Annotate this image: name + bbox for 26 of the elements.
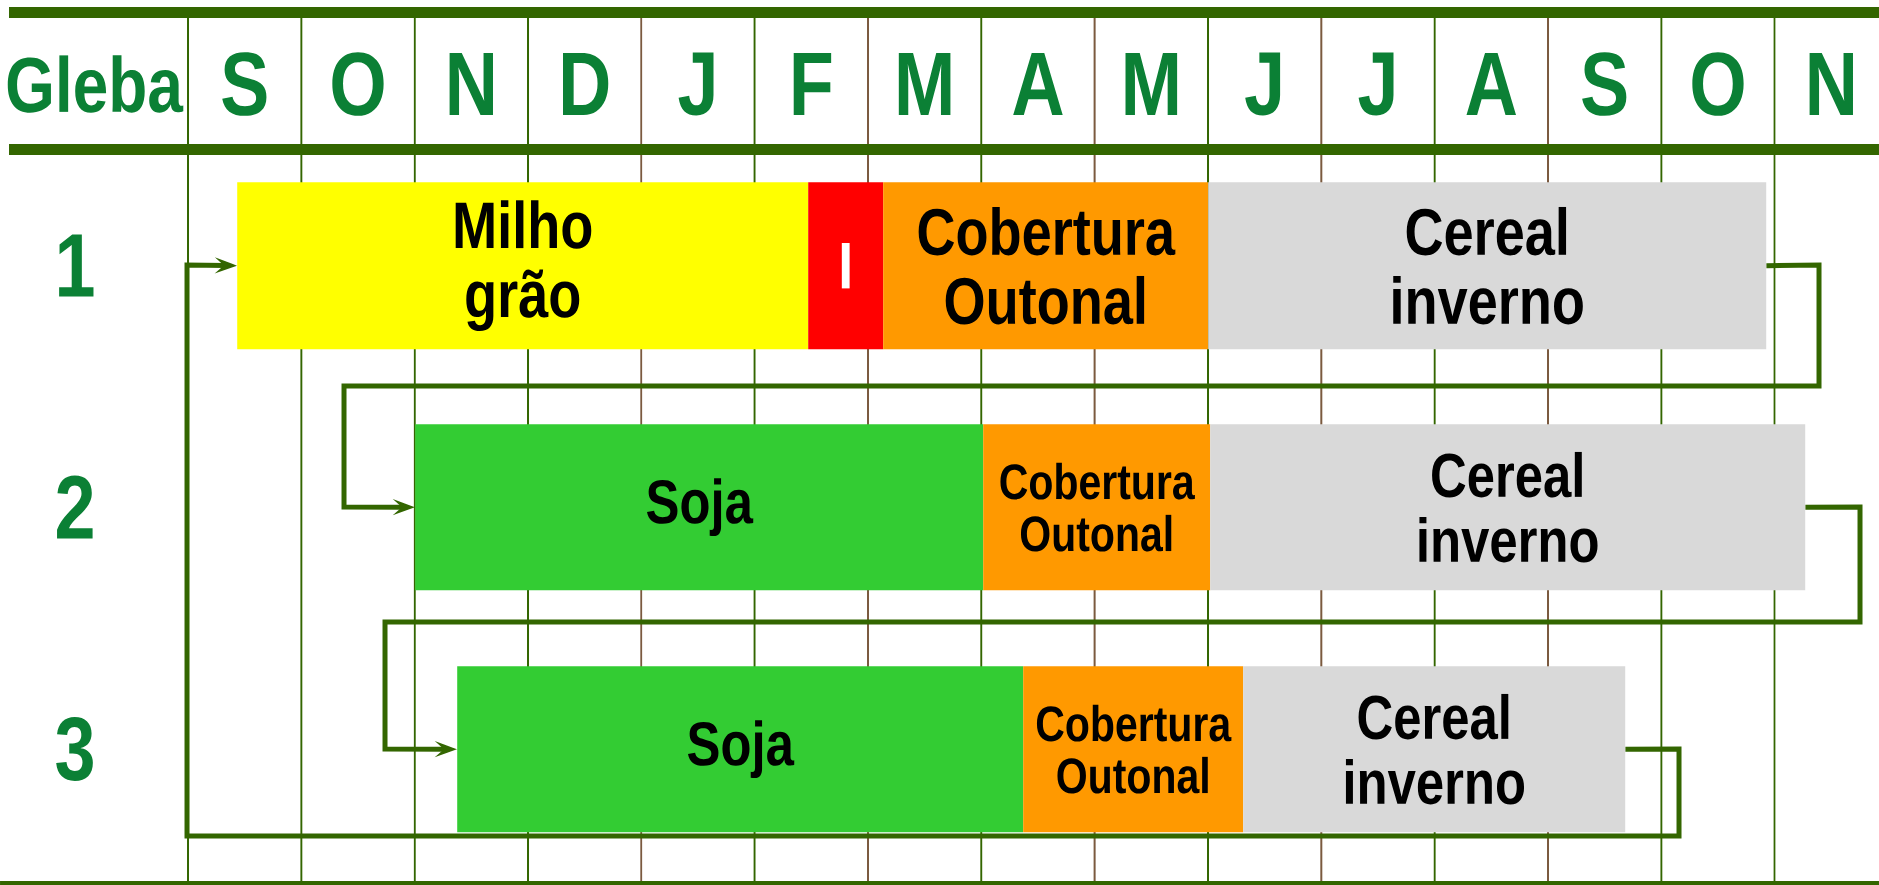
month-header: J (678, 52, 714, 116)
row-number: 1 (59, 234, 94, 297)
month-header: M (898, 53, 951, 115)
crop-bar: Cereal inverno (1208, 182, 1767, 350)
crop-bar: Soja (415, 424, 984, 591)
month-header: A (1466, 53, 1516, 115)
month-header: N (1809, 53, 1853, 115)
row-number: 3 (56, 717, 93, 781)
crop-bar: Cobertura Outonal (983, 424, 1211, 591)
crop-bar: Cobertura Outonal (883, 182, 1209, 350)
crop-bar: Cobertura Outonal (1023, 666, 1244, 833)
month-header: A (1013, 53, 1063, 115)
month-header: D (563, 53, 609, 115)
crop-bar: I (808, 182, 884, 350)
crop-bar: Soja (457, 666, 1024, 833)
month-header: M (1125, 53, 1178, 115)
crop-bar: Milho grão (237, 182, 809, 350)
arrow (184, 257, 1682, 839)
month-header: F (793, 53, 832, 115)
month-header: J (1245, 52, 1281, 116)
crop-bar: Cereal inverno (1210, 424, 1806, 591)
column-header: Gleba (7, 55, 184, 113)
month-header: J (1358, 52, 1394, 116)
crop-bar: Cereal inverno (1243, 666, 1626, 833)
month-header: S (222, 52, 267, 116)
row-number: 2 (57, 475, 93, 539)
